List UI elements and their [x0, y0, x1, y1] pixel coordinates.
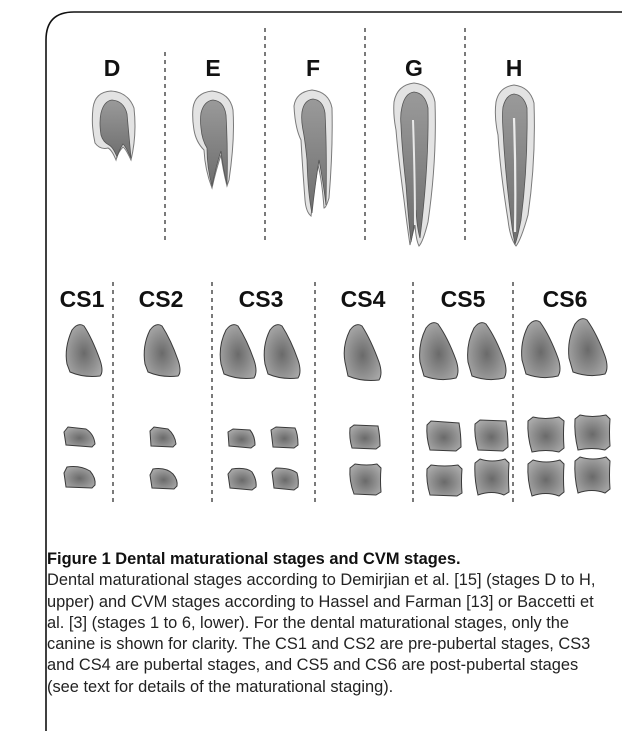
- cvm-stage-cs6: [522, 319, 610, 496]
- tooth-stage-d: [92, 91, 135, 160]
- cvm-stage-label-cs4: CS4: [341, 286, 386, 313]
- tooth-stage-h: [495, 85, 534, 246]
- cvm-stage-label-cs5: CS5: [441, 286, 486, 313]
- caption-title: Figure 1 Dental maturational stages and …: [47, 550, 461, 568]
- figure-caption: Figure 1 Dental maturational stages and …: [47, 549, 607, 698]
- cvm-stage-label-cs6: CS6: [543, 286, 588, 313]
- dental-stage-label-g: G: [405, 55, 423, 82]
- dental-stage-label-d: D: [104, 55, 121, 82]
- dental-stage-label-e: E: [205, 55, 220, 82]
- cvm-stage-cs5: [420, 323, 509, 496]
- dental-stage-label-h: H: [506, 55, 523, 82]
- cvm-stage-label-cs2: CS2: [139, 286, 184, 313]
- cvm-stage-cs3: [220, 325, 300, 490]
- cvm-stage-label-cs3: CS3: [239, 286, 284, 313]
- tooth-stage-f: [294, 90, 332, 216]
- cvm-stage-cs2: [144, 325, 180, 489]
- cvm-stage-cs1: [64, 325, 102, 488]
- cvm-stage-cs4: [344, 325, 381, 495]
- dental-stage-label-f: F: [306, 55, 320, 82]
- caption-body: Dental maturational stages according to …: [47, 571, 595, 695]
- cvm-stage-label-cs1: CS1: [60, 286, 105, 313]
- tooth-stage-e: [193, 91, 234, 188]
- tooth-stage-g: [394, 83, 436, 246]
